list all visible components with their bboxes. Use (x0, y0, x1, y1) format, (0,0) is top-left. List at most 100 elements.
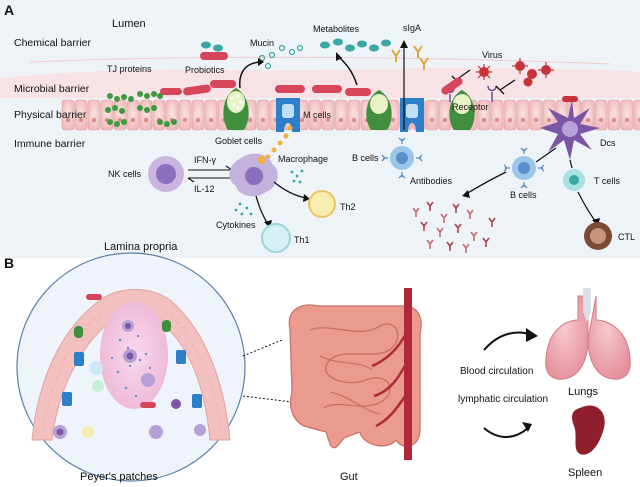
epithelial-cell-nucleus (299, 117, 305, 123)
t-cells-label: T cells (594, 176, 620, 186)
tj-proteins-label: TJ proteins (107, 64, 152, 74)
epithelial-cell (425, 99, 439, 131)
epithelial-cell-nucleus (338, 117, 344, 123)
il12-label: IL-12 (194, 184, 215, 194)
ctl-icon (584, 222, 612, 250)
epithelial-cell (74, 99, 88, 131)
antibodies-label: Antibodies (410, 176, 453, 186)
mucus-layer-outer (29, 56, 611, 65)
th1-cell-icon (261, 223, 291, 253)
lamina-propria-label: Lamina propria (104, 241, 178, 253)
antibody-icon-group (412, 201, 496, 253)
mucin-label: Mucin (250, 38, 274, 48)
villus-cells-outline (41, 309, 223, 441)
nk-cells-label: NK cells (108, 169, 142, 179)
b-cells-top-label: B cells (352, 153, 379, 163)
antibody-icon (446, 241, 454, 251)
antibody-icon (454, 223, 462, 233)
epithelial-cell (204, 99, 218, 131)
arrowhead (303, 194, 310, 202)
epithelial-cell-nucleus (117, 117, 123, 123)
goblet-cell-icon (449, 90, 475, 130)
epithelial-cell-nucleus (481, 117, 487, 123)
panel-a-letter: A (4, 2, 14, 18)
epithelial-cell-nucleus (390, 117, 396, 123)
epithelial-cell-nucleus (182, 117, 188, 123)
epithelial-cell-nucleus (247, 117, 253, 123)
secretion-arrowhead (258, 58, 264, 66)
epithelial-cell-nucleus (78, 117, 84, 123)
panel-b: B (4, 252, 631, 483)
m-cells-label: M cells (303, 110, 332, 120)
gut-label: Gut (340, 471, 358, 483)
epithelial-cell-nucleus (624, 117, 630, 123)
epithelial-cell (100, 99, 114, 131)
epithelial-cell (594, 99, 608, 131)
tj-protein-chains (105, 91, 177, 127)
physical-barrier-label: Physical barrier (14, 109, 87, 121)
epithelial-cell (191, 99, 205, 131)
epithelial-cell-nucleus (533, 117, 539, 123)
ifn-gamma-label: IFN-γ (194, 155, 216, 165)
microbial-barrier-label: Microbial barrier (14, 83, 90, 95)
b-cell-icon (503, 147, 545, 189)
peyers-immune-cells (53, 320, 206, 439)
epithelial-cell (126, 99, 140, 131)
epithelial-cell (490, 99, 504, 131)
goblet-cell-icon (223, 88, 249, 130)
circulation-arrows (483, 331, 531, 438)
lungs-label: Lungs (568, 386, 598, 398)
virus-spikes (476, 58, 554, 80)
chemical-barrier-label: Chemical barrier (14, 37, 92, 49)
epithelial-cell-nucleus (494, 117, 500, 123)
mucin-particles (258, 44, 304, 70)
epithelial-cell-nucleus (325, 117, 331, 123)
epithelial-cell-nucleus (637, 117, 640, 123)
antibody-release-arrow (465, 171, 507, 195)
epithelial-cell-nucleus (312, 117, 318, 123)
epithelial-cell (633, 99, 640, 131)
antibody-icon (470, 231, 478, 241)
intestine-icon (288, 304, 422, 449)
lumen-label: Lumen (112, 18, 146, 30)
dendritic-cell-icon (540, 96, 600, 160)
epithelial-cell (503, 99, 517, 131)
secretion-arrowhead (336, 52, 342, 61)
antibody-icon (482, 237, 490, 247)
epithelial-cell (61, 99, 75, 131)
epithelial-cell (321, 99, 335, 131)
epithelial-cell-nucleus (442, 117, 448, 123)
goblet-cells-label: Goblet cells (215, 136, 263, 146)
epithelial-cell (139, 99, 153, 131)
epithelial-cell-nucleus (208, 117, 214, 123)
lungs-icon (545, 288, 631, 380)
antibody-icon (488, 217, 496, 227)
th2-label: Th2 (340, 202, 356, 212)
epithelial-cell (620, 99, 634, 131)
goblet-cell-icon (366, 90, 392, 130)
epithelial-cell (347, 99, 361, 131)
th2-cell-icon (308, 190, 336, 218)
macrophage-label: Macrophage (278, 154, 328, 164)
probiotics-label: Probiotics (185, 65, 225, 75)
th1-label: Th1 (294, 235, 310, 245)
antibody-icon (452, 203, 460, 213)
zoom-guide-lines (242, 339, 293, 403)
arrowhead (526, 328, 538, 342)
dcs-label: Dcs (600, 138, 616, 148)
epithelial-cell-nucleus (585, 117, 591, 123)
metabolite-particles (201, 38, 391, 52)
antibody-icon (440, 213, 448, 223)
epithelial-cell (477, 99, 491, 131)
spleen-label: Spleen (568, 467, 602, 479)
peyers-patches-label: Peyer's patches (80, 471, 158, 483)
epithelial-cell-nucleus (143, 117, 149, 123)
epithelial-cell (516, 99, 530, 131)
b-cell-icon (381, 137, 423, 179)
epithelial-cell (308, 99, 322, 131)
epithelial-cell-nucleus (546, 117, 552, 123)
virus-label: Virus (482, 50, 503, 60)
metabolites-label: Metabolites (313, 24, 360, 34)
lymphatic-circulation-label: lymphatic circulation (458, 394, 548, 405)
